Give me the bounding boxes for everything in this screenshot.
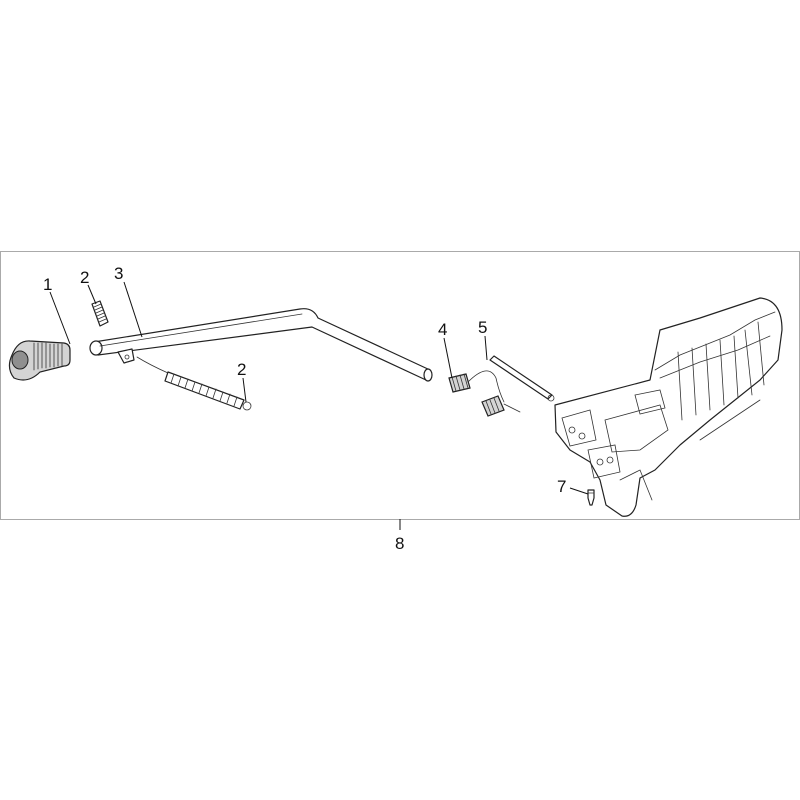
- part-2-long-spring: [136, 356, 252, 411]
- callout-7-screw: 7: [557, 477, 566, 496]
- part-4-coil-springs: [448, 370, 521, 417]
- callout-2-long-spring: 2: [237, 360, 246, 379]
- part-2-small-spring: [91, 300, 109, 327]
- callout-1-grip: 1: [43, 275, 52, 294]
- part-1-grip: [8, 340, 71, 381]
- part-7-screw: [587, 489, 595, 506]
- callout-4-coil-springs: 4: [438, 320, 447, 339]
- callout-8-assembly: 8: [395, 534, 404, 553]
- part-5-pin: [489, 355, 555, 402]
- callout-5-pin: 5: [478, 318, 487, 337]
- part-3-bent-tube: [89, 308, 433, 382]
- callout-2-small-spring: 2: [80, 268, 89, 287]
- housing-bracket: [554, 297, 783, 517]
- callout-3-tube: 3: [114, 264, 123, 283]
- leader-lines: [49, 281, 589, 495]
